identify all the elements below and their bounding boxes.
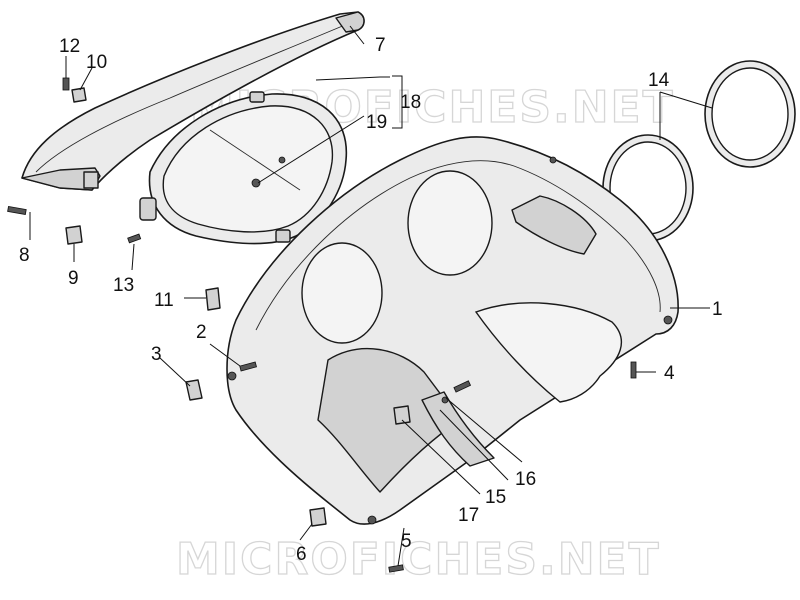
callout-14: 14 xyxy=(648,70,670,91)
callout-13: 13 xyxy=(113,275,134,296)
callout-15: 15 xyxy=(485,487,506,508)
callout-18: 18 xyxy=(400,92,421,113)
callout-3: 3 xyxy=(151,344,162,365)
dashboard-panel-part-1 xyxy=(226,136,679,525)
callout-1: 1 xyxy=(712,299,723,320)
callout-4: 4 xyxy=(664,363,675,384)
callout-9: 9 xyxy=(68,268,79,289)
callout-6: 6 xyxy=(296,544,307,565)
leader-lines xyxy=(29,25,713,567)
hardware xyxy=(7,77,637,573)
callout-16: 16 xyxy=(515,469,536,490)
callout-19: 19 xyxy=(366,112,387,133)
callout-11: 11 xyxy=(154,290,174,311)
callout-2: 2 xyxy=(196,322,207,343)
top-cover-part-7 xyxy=(21,11,365,191)
callout-17: 17 xyxy=(458,505,479,526)
instrument-cluster-part-18 xyxy=(139,91,348,245)
watermark-bottom: MICROFICHES.NET xyxy=(176,534,661,585)
callout-10: 10 xyxy=(86,52,107,73)
callout-7: 7 xyxy=(375,35,386,56)
callouts: 1 2 3 4 5 6 7 8 9 10 11 12 13 14 15 16 1… xyxy=(19,35,723,565)
callout-5: 5 xyxy=(401,531,412,552)
callout-12: 12 xyxy=(59,36,80,57)
callout-8: 8 xyxy=(19,245,30,266)
